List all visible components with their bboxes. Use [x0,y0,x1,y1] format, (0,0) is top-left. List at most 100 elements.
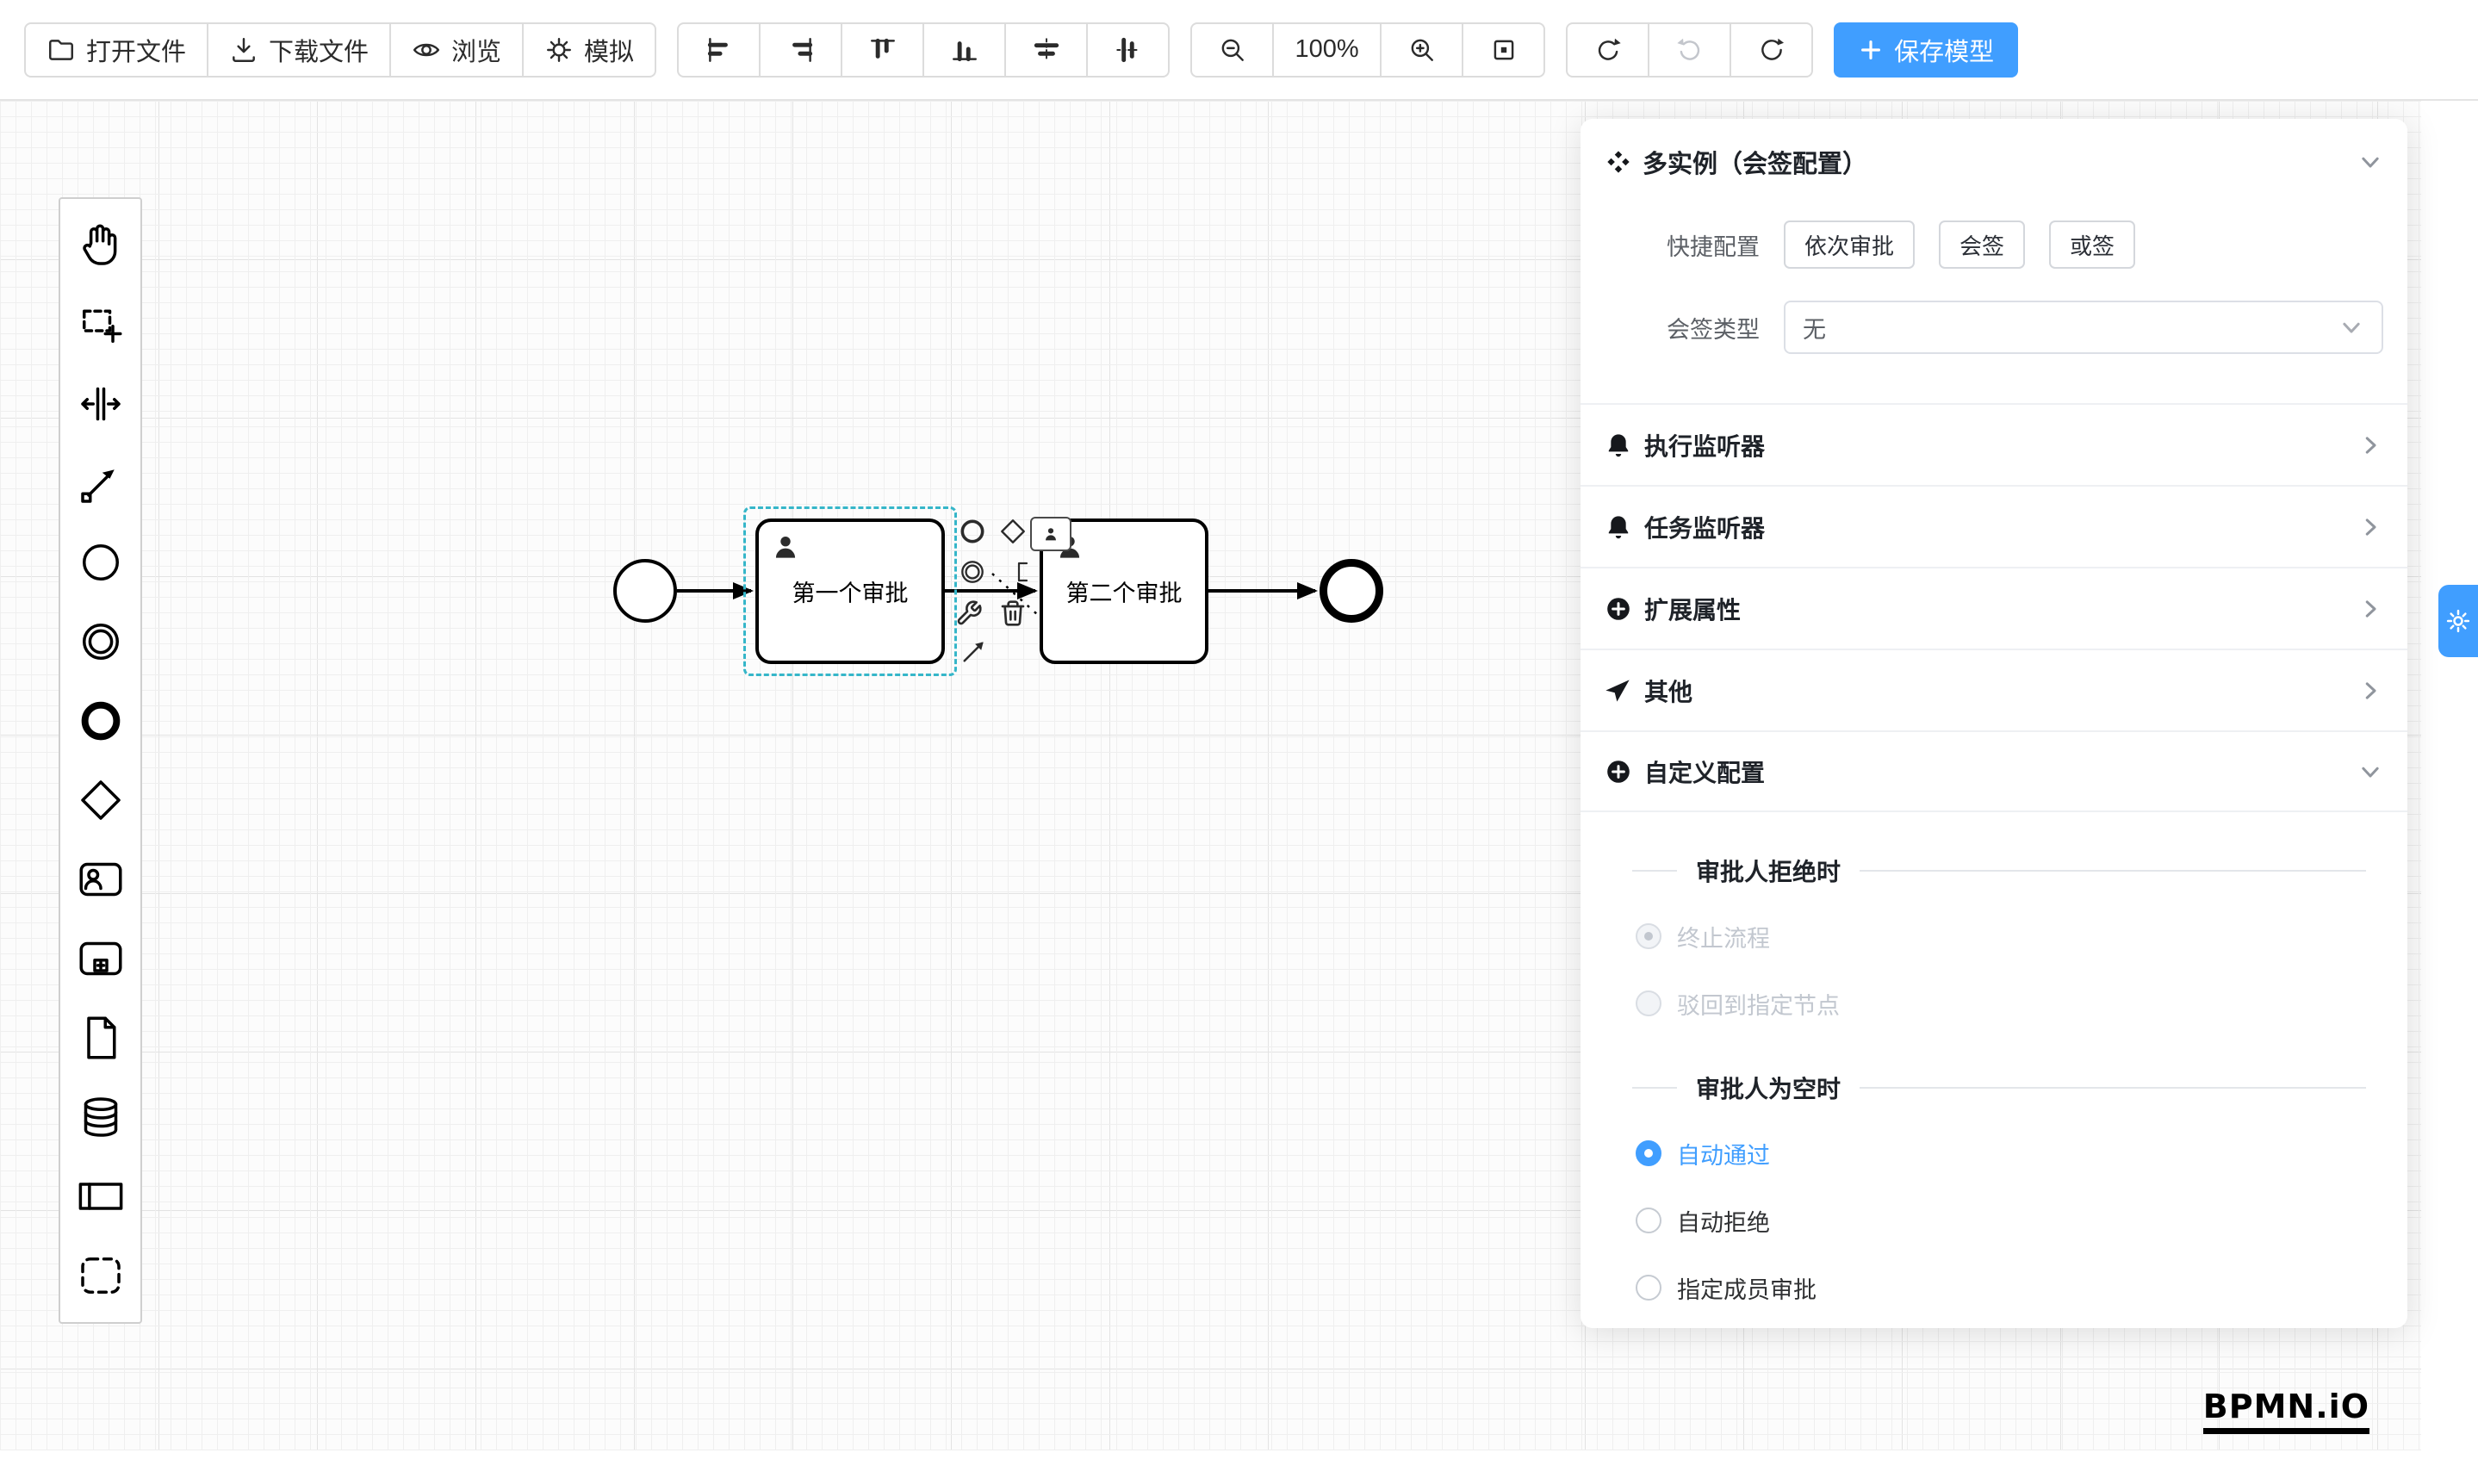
radio-terminate-process[interactable]: 终止流程 [1581,917,2407,955]
radio-return-to-node[interactable]: 驳回到指定节点 [1581,984,2407,1022]
settings-side-tab[interactable] [2438,585,2478,657]
redo-button[interactable] [1648,22,1732,78]
open-file-button[interactable]: 打开文件 [24,22,209,78]
section-custom-config[interactable]: 自定义配置 [1581,730,2407,812]
refresh-button[interactable] [1730,22,1814,78]
palette-start-event[interactable] [60,523,140,602]
palette-subprocess[interactable] [60,919,140,998]
palette-user-task[interactable] [60,840,140,919]
quick-option-orsign[interactable]: 或签 [2049,220,2136,269]
align-button-group [677,22,1171,78]
radio-assign-member[interactable]: 指定成员审批 [1581,1269,2407,1307]
radio-icon [1636,1208,1661,1233]
section-extended-properties[interactable]: 扩展属性 [1581,567,2407,649]
intermediate-event-icon [961,561,984,583]
quick-option-sequential[interactable]: 依次审批 [1784,220,1916,269]
open-file-label: 打开文件 [86,38,187,66]
bell-icon [1608,433,1629,456]
section-label: 任务监听器 [1644,514,1766,542]
align-top-button[interactable] [841,22,925,78]
hand-icon [82,224,116,265]
group-icon [80,1257,121,1294]
section-other[interactable]: 其他 [1581,649,2407,730]
panel-header[interactable]: 多实例（会签配置） [1581,119,2407,205]
align-top-icon [870,38,895,59]
sign-type-select[interactable]: 无 [1784,301,2383,354]
radio-auto-reject[interactable]: 自动拒绝 [1581,1201,2407,1239]
eye-icon [413,43,440,56]
context-pad-delete[interactable] [997,598,1028,629]
gear-icon [547,37,572,62]
bpmn-io-logo[interactable]: BPMN.iO [2202,1388,2369,1434]
end-event-icon [81,701,120,741]
preview-button[interactable]: 浏览 [389,22,525,78]
save-model-button[interactable]: 保存模型 [1834,22,2019,78]
task-first-approval[interactable]: 第一个审批 [755,518,945,664]
align-bottom-button[interactable] [922,22,1007,78]
task-label: 第一个审批 [792,581,909,606]
quick-option-countersign[interactable]: 会签 [1939,220,2026,269]
palette-space-tool[interactable] [60,364,140,444]
context-pad-connect[interactable] [957,636,991,667]
radio-icon [1636,990,1661,1016]
divider-line [1860,870,2366,872]
chevron-right-icon [2365,436,2376,454]
palette-intermediate-event[interactable] [60,602,140,681]
simulate-label: 模拟 [584,38,635,66]
file-icon [86,1016,115,1059]
undo-button[interactable] [1566,22,1650,78]
context-pad-append-intermediate-event[interactable] [957,556,988,587]
palette-file[interactable] [60,998,140,1077]
align-right-icon [792,37,812,62]
align-center-vertical-button[interactable] [1086,22,1171,78]
radio-label: 驳回到指定节点 [1677,992,1840,1019]
start-event[interactable] [613,559,677,623]
zoom-in-button[interactable] [1380,22,1464,78]
context-pad-append-gateway[interactable] [997,516,1028,547]
palette-datastore[interactable] [60,1077,140,1157]
palette-hand-tool[interactable] [60,206,140,285]
trash-icon [1001,600,1025,626]
palette-participant[interactable] [60,1157,140,1236]
radio-label: 指定成员审批 [1677,1276,1817,1303]
section-task-listener[interactable]: 任务监听器 [1581,485,2407,567]
section-execution-listener[interactable]: 执行监听器 [1581,403,2407,485]
palette-connect-tool[interactable] [60,444,140,523]
section-label: 扩展属性 [1644,596,1742,624]
reject-section-title: 审批人拒绝时 [1696,859,1841,885]
context-pad-append-end-event[interactable] [957,516,988,547]
chevron-right-icon [2365,681,2376,699]
end-event[interactable] [1320,559,1383,623]
palette-end-event[interactable] [60,681,140,761]
zoom-fit-button[interactable] [1462,22,1546,78]
context-pad-append-user-task[interactable] [1030,517,1071,551]
download-icon [233,37,255,62]
toolbar: 打开文件 下载文件 浏览 模拟 [0,0,2478,101]
palette-group[interactable] [60,1236,140,1315]
reject-section-divider: 审批人拒绝时 [1632,855,2366,886]
panel-title: 多实例（会签配置） [1643,151,1868,178]
section-label: 执行监听器 [1644,432,1766,460]
align-left-button[interactable] [677,22,761,78]
zoom-level[interactable]: 100% [1272,22,1382,78]
intermediate-event-icon [82,624,119,660]
palette-gateway[interactable] [60,761,140,840]
simulate-button[interactable]: 模拟 [522,22,657,78]
chevron-down-icon [2343,322,2360,333]
start-event-icon [82,544,119,581]
radio-auto-pass[interactable]: 自动通过 [1581,1134,2407,1172]
user-task-icon [79,862,121,897]
align-center-horizontal-button[interactable] [1004,22,1089,78]
context-pad-append-annotation[interactable] [1012,556,1043,587]
download-file-button[interactable]: 下载文件 [207,22,392,78]
divider-line [1632,870,1677,872]
align-right-button[interactable] [759,22,843,78]
context-pad-change-type[interactable] [953,598,984,629]
palette-lasso-tool[interactable] [60,285,140,364]
radio-icon [1636,923,1661,949]
undo-icon [1598,38,1621,60]
zoom-out-button[interactable] [1190,22,1275,78]
connect-tool-icon [80,469,115,503]
lasso-icon [82,309,121,343]
zoom-button-group: 100% [1190,22,1546,78]
